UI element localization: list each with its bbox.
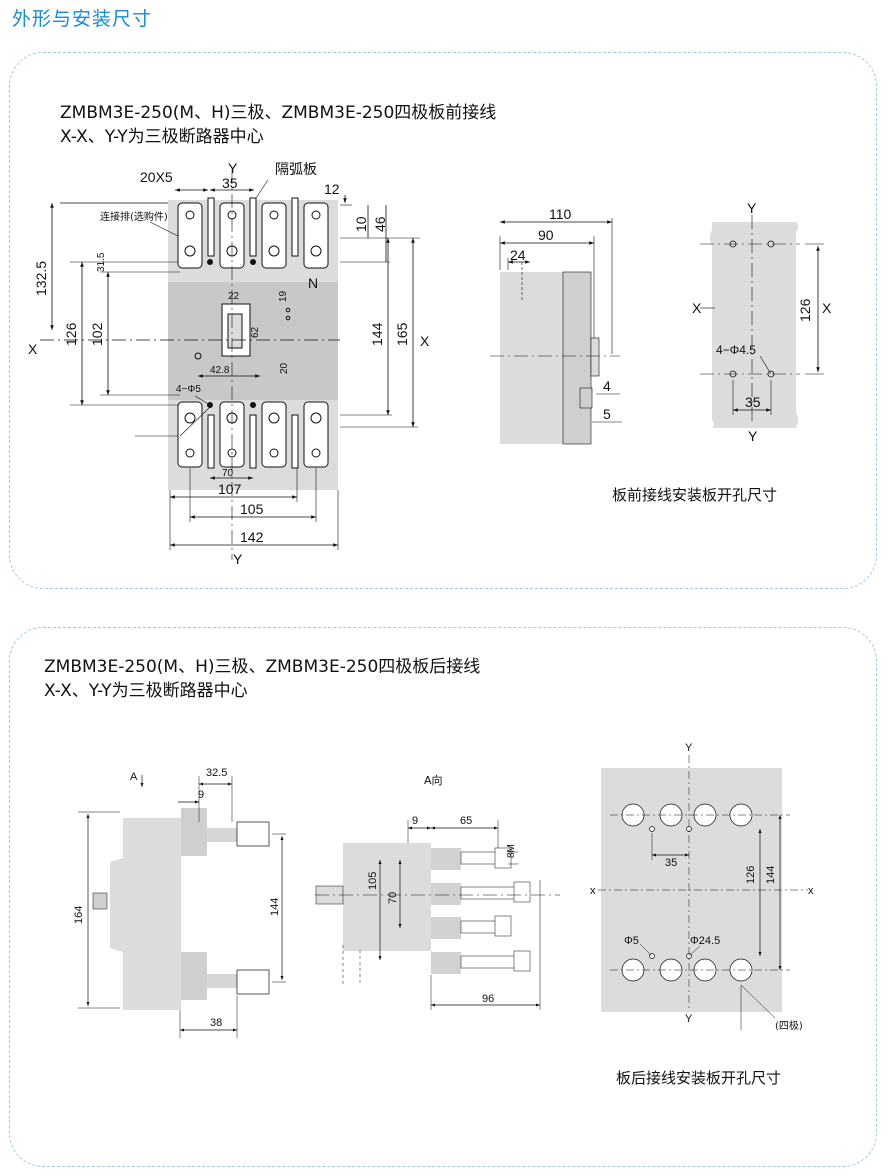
- a-dim-9: 9: [412, 815, 418, 827]
- dim-4: 4: [603, 378, 611, 394]
- cutout-x-left: X: [692, 300, 702, 316]
- cutout-dim-126: 126: [797, 298, 813, 322]
- dim-144: 144: [369, 322, 385, 346]
- dim-38: 38: [210, 1017, 222, 1029]
- rc-y-bottom: Y: [685, 1013, 693, 1025]
- rc-dim-144: 144: [765, 866, 777, 884]
- rc-dim-35: 35: [665, 857, 677, 869]
- rc-y-top: Y: [685, 742, 693, 754]
- front-side-view: [490, 218, 622, 445]
- cutout-y-bottom: Y: [748, 428, 758, 444]
- a-dim-65: 65: [460, 815, 472, 827]
- dim-10: 10: [353, 216, 369, 232]
- rear-dim-144: 144: [269, 898, 281, 916]
- front-heading-line2: X-X、Y-Y为三极断路器中心: [60, 127, 264, 147]
- rc-x-right: x: [808, 885, 814, 897]
- dim-19: 19: [278, 290, 289, 302]
- rear-cutout: [598, 755, 808, 1030]
- front-main-view: [40, 170, 420, 560]
- rear-side-view: [78, 775, 286, 1038]
- dim-110: 110: [549, 206, 572, 222]
- rear-cutout-labels: Y 35 126 144 x x Φ5 Φ24.5 Y (四极): [590, 742, 814, 1032]
- front-wiring-heading: ZMBM3E-250(M、H)三极、ZMBM3E-250四极板前接线 X-X、Y…: [60, 101, 496, 149]
- a-dim-70: 70: [387, 892, 399, 904]
- arc-plate-label: 隔弧板: [275, 162, 317, 178]
- rc-four-pole: (四极): [775, 1019, 803, 1032]
- dim-42-8: 42.8: [210, 365, 230, 376]
- rear-dim-9: 9: [198, 789, 204, 801]
- front-heading-line1: ZMBM3E-250(M、H)三极、ZMBM3E-250四极板前接线: [60, 103, 497, 123]
- top-terminals: [177, 197, 329, 269]
- front-cutout-labels: Y X 126 X 4−Φ4.5 35 Y: [692, 200, 832, 444]
- a-dim-96: 96: [482, 993, 494, 1005]
- rc-phi24-5: Φ24.5: [690, 935, 720, 947]
- dim-31-5: 31.5: [96, 252, 107, 272]
- rc-x-left: x: [590, 885, 596, 897]
- x-label-right: X: [420, 333, 430, 349]
- front-side-labels: 110 90 24 4 5: [510, 206, 611, 422]
- dim-46: 46: [372, 216, 388, 232]
- dim-132-5: 132.5: [33, 261, 49, 296]
- rc-dim-126: 126: [745, 866, 757, 884]
- rear-side-labels: A 32.5 9 164 144 38: [73, 767, 281, 1029]
- dim-12: 12: [324, 181, 340, 197]
- a-arrow-label: A: [130, 771, 138, 783]
- dim-164: 164: [73, 906, 85, 924]
- rc-phi5: Φ5: [624, 935, 639, 947]
- dim-105: 105: [240, 501, 264, 517]
- rear-heading-line2: X-X、Y-Y为三极断路器中心: [44, 681, 248, 701]
- dim-35: 35: [222, 175, 238, 191]
- breaker-mid-band: [168, 282, 338, 400]
- dim-20: 20: [279, 362, 290, 374]
- page-title: 外形与安装尺寸: [12, 8, 153, 30]
- x-label-left: X: [28, 341, 38, 357]
- y-label-bottom: Y: [233, 551, 243, 567]
- cutout-x-right: X: [822, 300, 832, 316]
- cutout-holes: 4−Φ4.5: [716, 343, 756, 357]
- front-panel-cutout: [700, 215, 824, 428]
- dim-102: 102: [89, 322, 105, 346]
- a-dim-8m: 8M: [506, 844, 517, 858]
- dim-62: 62: [250, 326, 261, 338]
- a-direction-label: A向: [424, 773, 443, 787]
- front-caption: 板前接线安装板开孔尺寸: [612, 486, 777, 504]
- dim-126: 126: [63, 322, 79, 346]
- dim-70: 70: [222, 468, 234, 479]
- rear-a-view: [315, 820, 560, 1010]
- dim-20x5: 20X5: [140, 169, 173, 185]
- front-wiring-panel: [9, 52, 877, 589]
- dim-142: 142: [240, 529, 264, 545]
- connector-label: 连接排(选购件): [100, 210, 168, 223]
- dim-165: 165: [394, 322, 410, 346]
- rear-wiring-panel: [9, 627, 877, 1167]
- holes-4-phi5: 4−Φ5: [176, 384, 201, 395]
- a-dim-105: 105: [367, 872, 379, 890]
- cutout-y-top: Y: [747, 200, 757, 216]
- handle: [227, 313, 243, 349]
- front-main-labels: 20X5 Y 35 隔弧板 12 连接排(选购件) 10 46 132.5 31…: [28, 160, 430, 567]
- rear-caption: 板后接线安装板开孔尺寸: [616, 1069, 781, 1087]
- a-view-labels: A向 9 65 8M 105 70 96: [367, 773, 517, 1005]
- dim-24: 24: [510, 247, 526, 263]
- dim-90: 90: [538, 227, 554, 243]
- dim-107: 107: [218, 481, 242, 497]
- rear-heading-line1: ZMBM3E-250(M、H)三极、ZMBM3E-250四极板后接线: [44, 657, 481, 677]
- n-label: N: [308, 275, 318, 291]
- dim-22: 22: [228, 291, 240, 302]
- rear-wiring-heading: ZMBM3E-250(M、H)三极、ZMBM3E-250四极板后接线 X-X、Y…: [44, 655, 480, 703]
- dim-32-5: 32.5: [206, 767, 227, 779]
- cutout-dim-35: 35: [745, 394, 761, 410]
- y-label-top: Y: [228, 160, 238, 176]
- dim-5: 5: [603, 406, 611, 422]
